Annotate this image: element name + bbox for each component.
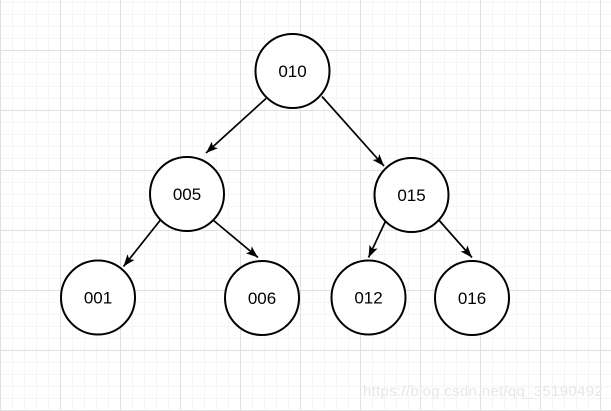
tree-edge-005-006 bbox=[212, 219, 259, 259]
tree-node-001: 001 bbox=[60, 259, 136, 336]
tree-edge-015-016 bbox=[436, 217, 473, 259]
tree-edge-015-012 bbox=[367, 217, 388, 258]
tree-node-006: 006 bbox=[224, 260, 300, 336]
tree-node-label: 010 bbox=[278, 62, 306, 81]
tree-node-circle bbox=[149, 156, 225, 232]
watermark-url: https://blog.csdn.net/qq_35190492 bbox=[362, 383, 603, 400]
tree-node-label: 001 bbox=[84, 289, 112, 308]
tree-node-label: 005 bbox=[173, 185, 201, 204]
tree-node-label: 006 bbox=[248, 289, 276, 308]
tree-edge-010-015 bbox=[321, 95, 385, 167]
tree-node-label: 015 bbox=[397, 186, 425, 205]
tree-node-005: 005 bbox=[149, 156, 225, 232]
tree-node-010: 010 bbox=[254, 33, 331, 109]
tree-node-circle bbox=[434, 260, 510, 336]
tree-node-label: 012 bbox=[354, 289, 382, 308]
tree-node-circle bbox=[373, 157, 450, 233]
tree-edge-010-005 bbox=[205, 97, 267, 154]
tree-edge-005-001 bbox=[122, 217, 163, 268]
tree-edges bbox=[122, 95, 473, 268]
tree-node-016: 016 bbox=[434, 260, 510, 336]
tree-node-label: 016 bbox=[458, 289, 486, 308]
tree-node-015: 015 bbox=[373, 157, 450, 233]
tree-node-circle bbox=[330, 259, 407, 336]
tree-node-012: 012 bbox=[330, 259, 407, 336]
tree-node-circle bbox=[224, 260, 300, 336]
tree-node-circle bbox=[60, 259, 136, 336]
tree-node-circle bbox=[254, 33, 331, 109]
